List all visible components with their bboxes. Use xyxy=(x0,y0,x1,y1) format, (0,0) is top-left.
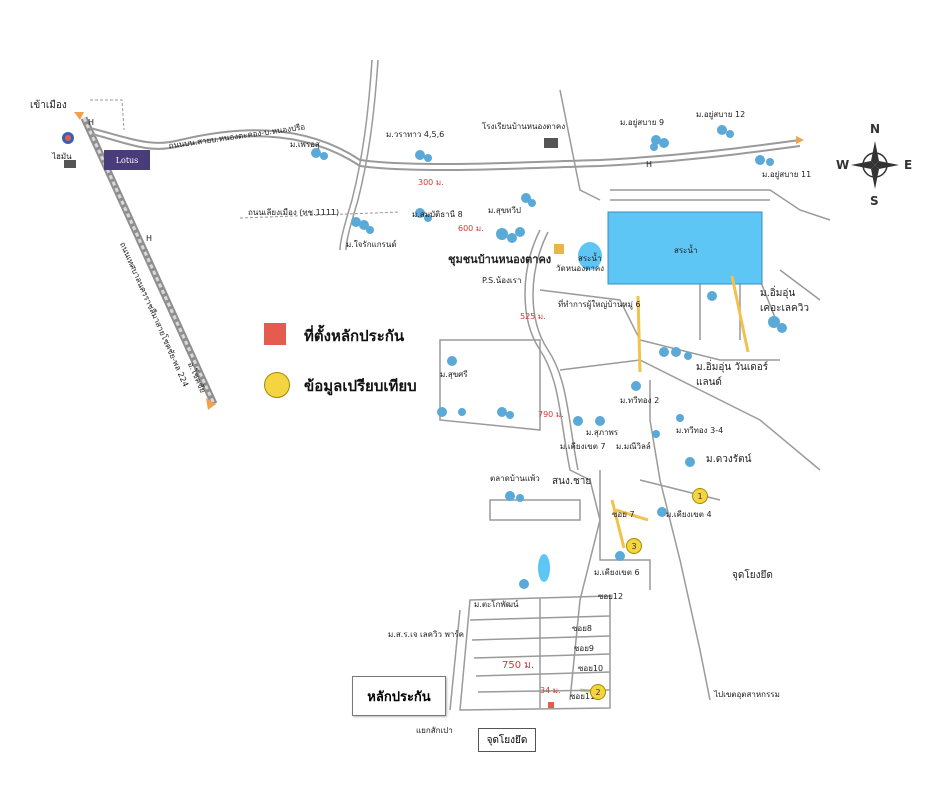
soi-8-label: ซอย8 xyxy=(572,624,593,633)
village-sapphaeng-label: ม.สุภาพร xyxy=(586,428,619,437)
village-11-label: ม.อยู่สบาย 11 xyxy=(762,170,812,179)
reference-point-box: จุดโยงยึด xyxy=(478,728,536,752)
village-sukthai-label: ม.สุขทวีป xyxy=(488,206,522,215)
village-jaidee-label: ม.ใจรักแกรนด์ xyxy=(346,240,397,249)
school-icon xyxy=(544,138,558,148)
lotus-label: Lotus xyxy=(115,155,139,165)
community-label: ชุมชนบ้านหนองตาคง xyxy=(448,253,552,266)
km-750-label: 750 ม. xyxy=(502,660,535,671)
village-456-label: ม.วราทาว 4,5,6 xyxy=(386,130,445,139)
village-samphan-label: ม.สมบัติธานี 8 xyxy=(412,210,463,219)
town-hall-label: ม.เพรอสุ xyxy=(290,140,320,149)
soi-12-label: ซอย12 xyxy=(598,592,624,601)
east-label: E xyxy=(904,158,913,172)
ps-label: P.S.น้องเรา xyxy=(482,276,522,285)
h-mark-3: H xyxy=(646,160,653,169)
village-ejoy-label: ม.ตะโกพัฒน์ xyxy=(474,600,519,609)
km-600-label: 600 ม. xyxy=(458,224,484,233)
village-kiang4-label: ม.เคียงเขต 4 xyxy=(666,510,712,519)
market-label: ตลาดบ้านแพ้ว xyxy=(490,474,540,483)
pttd-label: ไฮมัน xyxy=(52,152,72,161)
gov-office-label: ที่ทำการผู้ใหญ่บ้านหมู่ 6 xyxy=(558,300,641,309)
north-label: N xyxy=(870,122,881,136)
h-mark-2: H xyxy=(146,234,153,243)
legend-comparison-label: ข้อมูลเปรียบเทียบ xyxy=(304,377,417,395)
village-kiang6-label: ม.เคียงเขต 6 xyxy=(594,568,640,577)
road-1111-label: ถนนเลียงเมือง (ทช.1111) xyxy=(248,208,340,217)
school-label: โรงเรียนบ้านหนองตาคง xyxy=(482,122,566,131)
lotus-store: Lotus xyxy=(104,150,150,170)
legend-comparison-swatch xyxy=(264,372,290,398)
village-thawee34-label: ม.ทวีทอง 3-4 xyxy=(676,426,724,435)
south-road-end xyxy=(206,398,216,410)
highlight-roads xyxy=(579,275,750,694)
compass xyxy=(851,141,899,189)
comparison-marker-3: 3 xyxy=(626,538,642,554)
north-south-road xyxy=(339,59,379,251)
village-suksri-label: ม.สุขศรี xyxy=(440,370,468,379)
village-thawee2-label: ม.ทวีทอง 2 xyxy=(620,396,660,405)
km-34-label: 34 ม. xyxy=(540,686,561,695)
village-mani-label: ม.มณีวิลล์ xyxy=(616,442,651,451)
jud-yong-yit-label: จุดโยงยึด xyxy=(732,570,773,581)
village-kiang7-label: ม.เคียงเขต 7 xyxy=(560,442,606,451)
southern-grid xyxy=(449,595,611,711)
soi-10-label: ซอย10 xyxy=(578,664,604,673)
legend-collateral-swatch xyxy=(264,323,286,345)
soi-7-label: ซอย 7 xyxy=(612,510,635,519)
village-9-label: ม.อยู่สบาย 9 xyxy=(620,118,665,127)
house-icons xyxy=(311,125,787,589)
soi-11-label: ซอย11 xyxy=(570,692,596,701)
south-pond xyxy=(538,554,550,582)
west-area xyxy=(90,99,125,131)
west-label: W xyxy=(836,158,850,172)
south-label: S xyxy=(870,194,879,208)
km-525-label: 525 ม. xyxy=(520,312,546,321)
village-duangrat-label: ม.ดวงรัตน์ xyxy=(706,454,752,465)
collateral-site-marker xyxy=(548,702,554,708)
village-12-label: ม.อยู่สบาย 12 xyxy=(696,110,746,119)
east-road-end xyxy=(796,136,804,144)
village-ej-lakeview-label: ม.ส.ร.เจ เลควิว พาร์ค xyxy=(388,630,464,639)
village-mintown-land-label: ม.อิ่มอุ่น วันเดอร์แลนด์ xyxy=(696,362,769,388)
pond-label: สระน้ำ xyxy=(674,246,698,255)
collateral-callout: หลักประกัน xyxy=(352,676,446,716)
collateral-callout-text: หลักประกัน xyxy=(367,689,431,705)
temple-icon xyxy=(554,244,564,254)
bottom-left-note: แยกสักเปา xyxy=(416,726,453,735)
village-mintown-label: ม.อิ่มอุ่น เคอะเลควิว xyxy=(760,288,809,314)
h-mark-1: H xyxy=(88,118,95,127)
small-pond-label: สระน้ำ xyxy=(578,254,602,263)
small-building xyxy=(64,160,76,168)
crossroad-label: สนง.ชาย xyxy=(552,476,592,487)
north-road-end xyxy=(74,112,84,120)
northern-road xyxy=(89,127,801,172)
soi-9-label: ซอย9 xyxy=(574,644,595,653)
small-pond xyxy=(578,242,602,270)
entrance-label: เข้าเมือง xyxy=(30,100,67,111)
km-300-label: 300 ม. xyxy=(418,178,444,187)
reference-point-text: จุดโยงยึด xyxy=(486,734,528,746)
comparison-marker-1: 1 xyxy=(692,488,708,504)
km-790-label: 790 ม. xyxy=(538,410,564,419)
industrial-label: ไปเขตอุตสาหกรรม xyxy=(714,690,780,699)
road-1111 xyxy=(239,211,401,219)
comparison-marker-2: 2 xyxy=(590,684,606,700)
temple-label: วัดหนองตาคง xyxy=(556,264,605,273)
legend-collateral-label: ที่ตั้งหลักประกัน xyxy=(304,327,405,345)
pond xyxy=(607,211,763,285)
